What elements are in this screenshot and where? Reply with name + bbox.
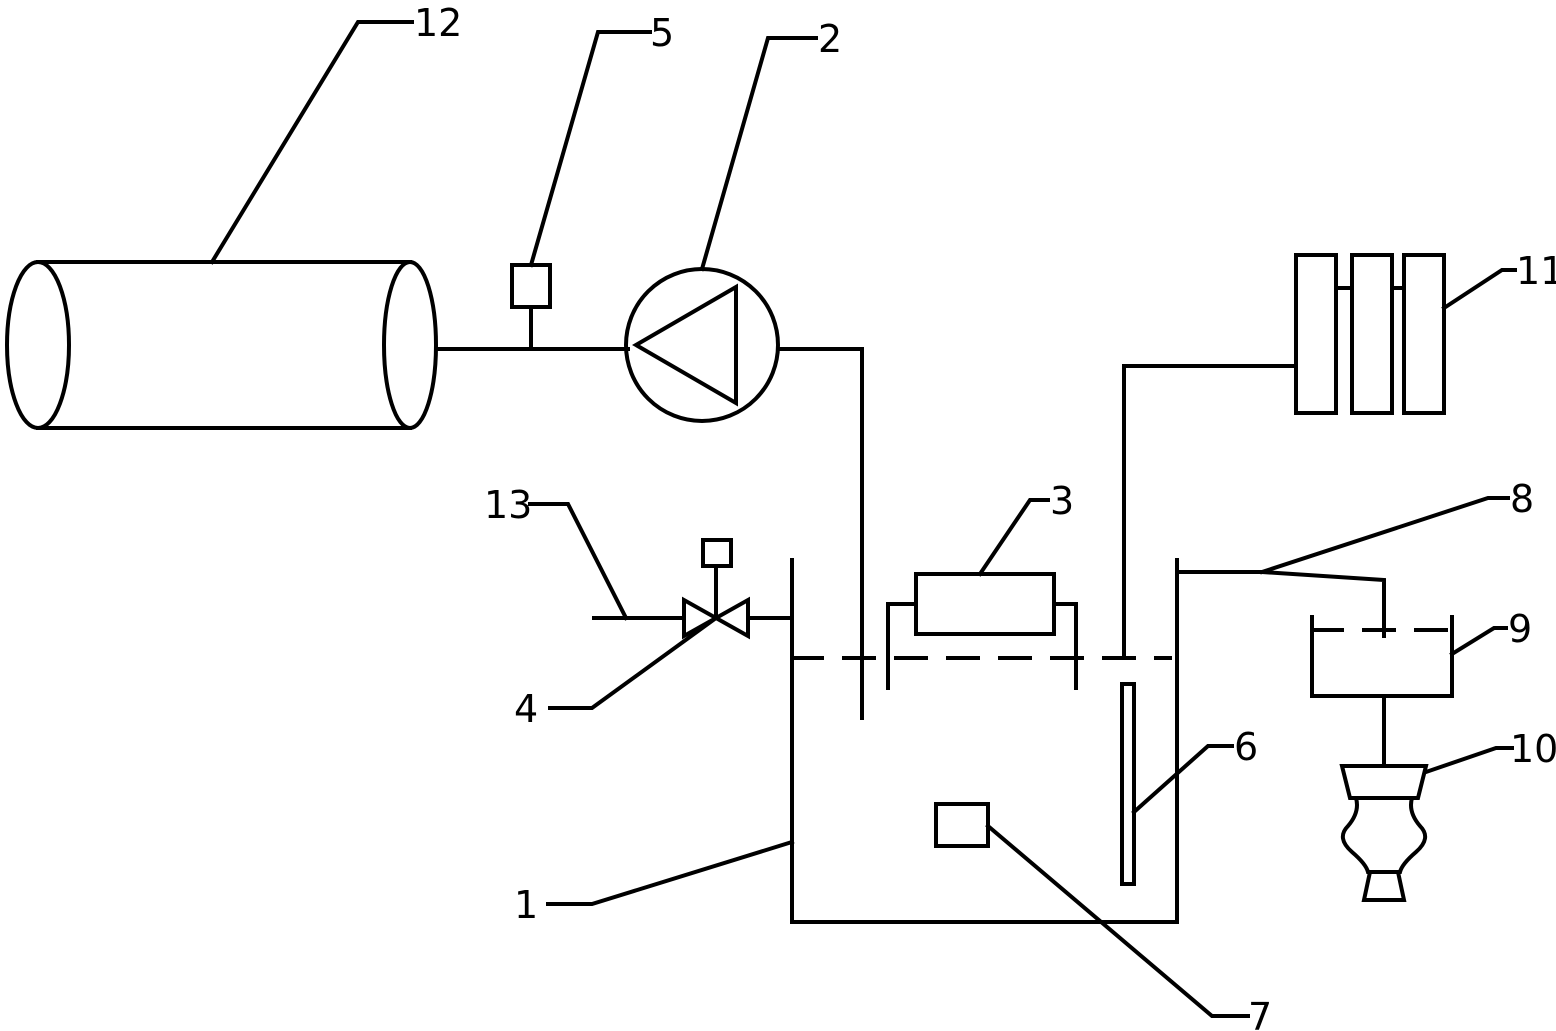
leader-8 (1259, 496, 1510, 575)
leader-7 (985, 823, 1250, 1018)
leader-13 (528, 502, 629, 621)
leader-9 (1449, 626, 1508, 657)
valve-actuator (701, 538, 733, 568)
heater-right-lead (1052, 602, 1078, 690)
analyzer-module-b (1350, 253, 1394, 415)
label-2: 2 (818, 17, 842, 61)
label-10: 10 (1510, 727, 1556, 771)
main-tank-1 (790, 558, 1179, 924)
leader-12 (209, 20, 414, 265)
label-6: 6 (1234, 725, 1258, 769)
small-tank-9 (1310, 615, 1454, 698)
sensor-box (510, 263, 552, 309)
heater-body (914, 572, 1056, 636)
tank-left-cap (5, 260, 71, 430)
label-9: 9 (1508, 607, 1532, 651)
toilet-tank (1339, 764, 1429, 800)
probe-6 (1120, 682, 1136, 886)
sensor-7 (934, 802, 990, 848)
analyzer-11 (1294, 253, 1446, 415)
heater-left-lead (886, 602, 918, 690)
leader-4 (548, 615, 719, 710)
leader-6 (1131, 744, 1234, 815)
label-12: 12 (414, 1, 462, 45)
toilet-10 (1339, 764, 1429, 902)
leader-3 (977, 498, 1050, 577)
inlet-valve-4 (592, 538, 794, 640)
pump-triangle (632, 283, 738, 407)
valve-left-triangle (682, 596, 721, 640)
pipe-analyzer-to-tank (1122, 364, 1298, 660)
pump-2 (624, 267, 780, 423)
label-5: 5 (650, 11, 674, 55)
valve-right-triangle (711, 596, 750, 640)
pipe-pump-to-tank (776, 347, 864, 720)
sensor-5 (510, 263, 552, 351)
label-13: 13 (484, 483, 532, 527)
analyzer-module-c (1402, 253, 1446, 415)
label-11: 11 (1516, 249, 1556, 293)
label-3: 3 (1050, 479, 1074, 523)
label-4: 4 (514, 687, 538, 731)
heater-3 (886, 572, 1078, 690)
leader-2 (699, 36, 818, 272)
leader-10 (1423, 746, 1514, 775)
analyzer-module-a (1294, 253, 1338, 415)
tank-right-cap (382, 260, 438, 430)
pump-casing (624, 267, 780, 423)
label-8: 8 (1510, 477, 1534, 521)
label-7: 7 (1248, 995, 1272, 1031)
toilet-bowl (1340, 796, 1428, 874)
toilet-base (1361, 870, 1407, 902)
leader-5 (528, 30, 652, 268)
storage-tank-12 (5, 260, 438, 430)
leader-1 (546, 839, 795, 906)
label-1: 1 (514, 883, 538, 927)
overflow-pipe-8 (1175, 570, 1386, 638)
leader-11 (1441, 268, 1517, 311)
